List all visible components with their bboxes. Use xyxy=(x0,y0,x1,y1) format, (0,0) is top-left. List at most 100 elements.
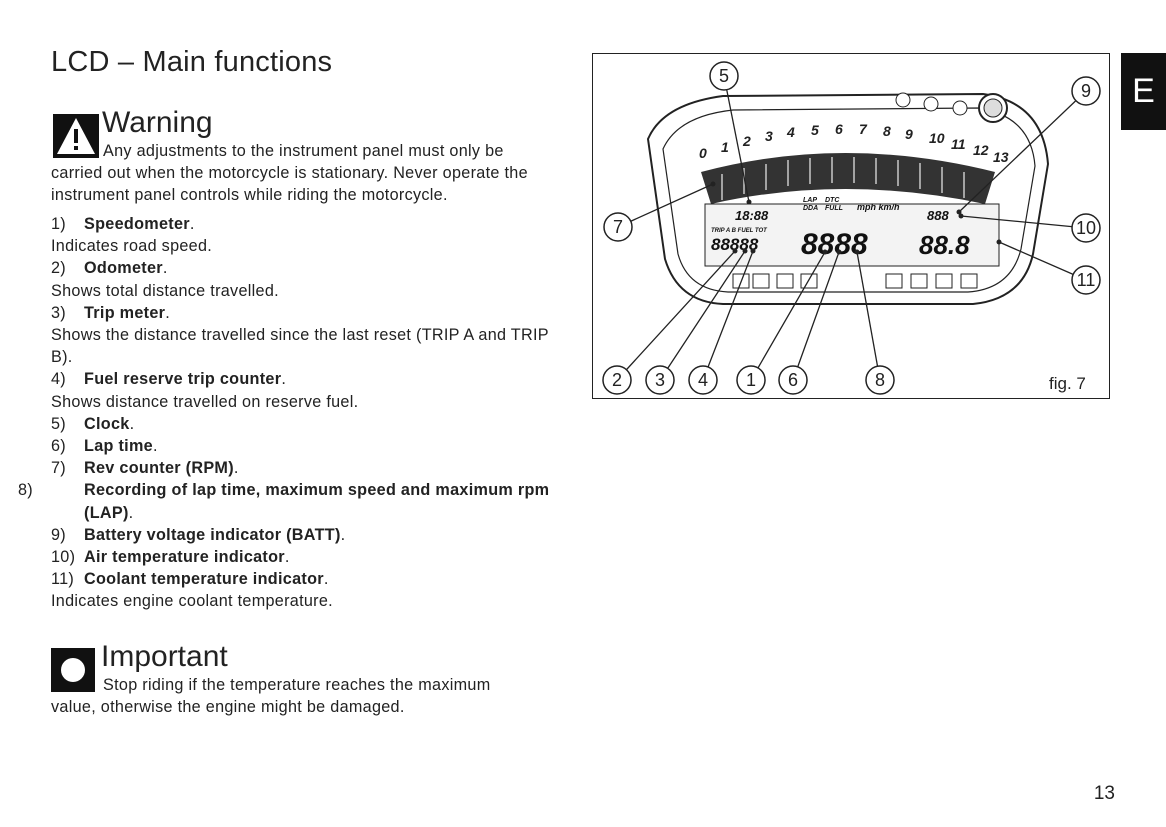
callout-number: 6 xyxy=(788,370,798,390)
rev-scale-label: 10 xyxy=(929,130,945,146)
callout-circle xyxy=(778,365,808,395)
list-item-number: 6) xyxy=(51,437,66,456)
callout-circle xyxy=(688,365,718,395)
list-item: 8) Recording of lap time, maximum speed a… xyxy=(18,481,550,522)
callout-dot xyxy=(742,248,748,254)
list-item: 9)Battery voltage indicator (BATT). xyxy=(51,524,571,546)
lcd-units-label: mph km/h xyxy=(857,202,900,212)
callout-number: 10 xyxy=(1076,218,1096,238)
callout-dot xyxy=(822,249,828,255)
callout-number: 1 xyxy=(746,370,756,390)
lcd-lap-label: LAP xyxy=(803,197,817,204)
list-item-description: Shows total distance travelled. xyxy=(51,281,279,300)
figure-caption: fig. 7 xyxy=(1049,374,1086,393)
list-item-label: Rev counter (RPM) xyxy=(84,459,234,478)
list-item-label: Speedometer xyxy=(84,215,190,233)
list-item-label: Battery voltage indicator (BATT) xyxy=(84,525,341,544)
rev-scale-label: 13 xyxy=(993,149,1009,165)
important-icon xyxy=(51,648,95,692)
section-tab: E xyxy=(1121,53,1166,130)
important-text-first: Stop riding if the temperature reaches t… xyxy=(103,676,491,694)
list-item-description: Indicates road speed. xyxy=(51,237,213,256)
lcd-clock: 18:88 xyxy=(735,208,769,223)
list-item-number: 11) xyxy=(51,570,75,589)
rev-scale-label: 2 xyxy=(742,133,751,149)
callout-circle xyxy=(709,61,739,91)
callout-leader xyxy=(792,251,840,381)
callout-circle xyxy=(645,365,675,395)
rev-scale-label: 5 xyxy=(811,122,819,138)
list-item-label: Fuel reserve trip counter xyxy=(84,370,282,389)
list-item: 6)Lap time. xyxy=(51,435,571,457)
lcd-dda-label: DDA xyxy=(803,205,818,212)
list-item-description: Shows distance travelled on reserve fuel… xyxy=(51,392,359,411)
list-item-label: Coolant temperature indicator xyxy=(84,570,324,589)
warning-text-rest: carried out when the motorcycle is stati… xyxy=(51,164,528,204)
callout-number: 11 xyxy=(1077,270,1096,290)
important-text-rest: value, otherwise the engine might be dam… xyxy=(51,698,405,716)
callout-circle xyxy=(1071,213,1101,243)
callout-dot xyxy=(996,239,1002,245)
list-item-number: 5) xyxy=(51,414,66,433)
page-title: LCD – Main functions xyxy=(51,46,333,78)
lcd-coolant-temp: 88.8 xyxy=(919,230,970,260)
callout-circle xyxy=(1071,76,1101,106)
lcd-dtc-label: DTC xyxy=(825,197,840,204)
callout-dot xyxy=(732,248,738,254)
callout-leader xyxy=(856,251,881,381)
rev-scale-label: 8 xyxy=(883,123,891,139)
callout-circle xyxy=(865,365,895,395)
list-item-description: Shows the distance travelled since the l… xyxy=(51,326,549,367)
callout-dot xyxy=(854,249,860,255)
list-item-number: 10) xyxy=(51,548,76,567)
list-item-number: 8) xyxy=(18,481,33,500)
list-item-label: Lap time xyxy=(84,437,153,456)
callout-leader xyxy=(702,250,754,381)
rev-scale-label: 12 xyxy=(973,142,989,158)
callout-leader xyxy=(723,75,750,203)
callout-leader xyxy=(617,183,714,228)
callout-number: 4 xyxy=(698,370,708,390)
list-item-label: Trip meter xyxy=(84,303,166,322)
callout-leader xyxy=(616,250,736,381)
callout-circle xyxy=(603,212,633,242)
callout-dot xyxy=(710,181,716,187)
function-list: 1)Speedometer.Indicates road speed.2)Odo… xyxy=(18,213,571,613)
callout-dot xyxy=(958,213,964,219)
lcd-speed-digits: 8888 xyxy=(801,228,868,261)
important-heading: Important xyxy=(101,640,228,673)
callout-leader xyxy=(998,241,1087,281)
callout-number: 2 xyxy=(612,370,622,390)
list-item-label: Odometer xyxy=(84,259,163,278)
lcd-trip-labels: TRIP A B FUEL TOT xyxy=(711,228,768,234)
rev-scale-label: 9 xyxy=(905,126,913,142)
rev-scale-label: 3 xyxy=(765,128,773,144)
list-item: 3)Trip meter. xyxy=(51,302,571,324)
list-item: 7)Rev counter (RPM). xyxy=(51,457,571,479)
warning-text-first: Any adjustments to the instrument panel … xyxy=(103,142,504,160)
callout-leader xyxy=(958,90,1087,213)
list-item-label: Clock xyxy=(84,414,130,433)
callout-dot xyxy=(750,248,756,254)
page-number: 13 xyxy=(1093,783,1115,804)
callout-number: 9 xyxy=(1081,81,1091,101)
lcd-full-label: FULL xyxy=(825,205,843,212)
lcd-air-temp: 888 xyxy=(927,208,949,223)
rev-scale-label: 1 xyxy=(721,139,729,155)
rev-scale-label: 11 xyxy=(951,136,966,152)
list-item-number: 4) xyxy=(51,370,66,389)
callout-circle xyxy=(602,365,632,395)
list-item-number: 7) xyxy=(51,459,66,478)
callout-number: 3 xyxy=(655,370,665,390)
list-item: 10)Air temperature indicator. xyxy=(51,546,571,568)
list-item: 4)Fuel reserve trip counter. xyxy=(51,368,571,390)
list-item-number: 3) xyxy=(51,303,66,322)
callout-leader xyxy=(960,215,1087,229)
list-item-number: 1) xyxy=(51,215,66,233)
callout-circle xyxy=(1071,265,1101,295)
list-item-description: Indicates engine coolant temperature. xyxy=(51,592,333,611)
callout-leader xyxy=(659,250,746,381)
callout-dot xyxy=(746,199,752,205)
list-item-label: Recording of lap time, maximum speed and… xyxy=(84,481,550,522)
